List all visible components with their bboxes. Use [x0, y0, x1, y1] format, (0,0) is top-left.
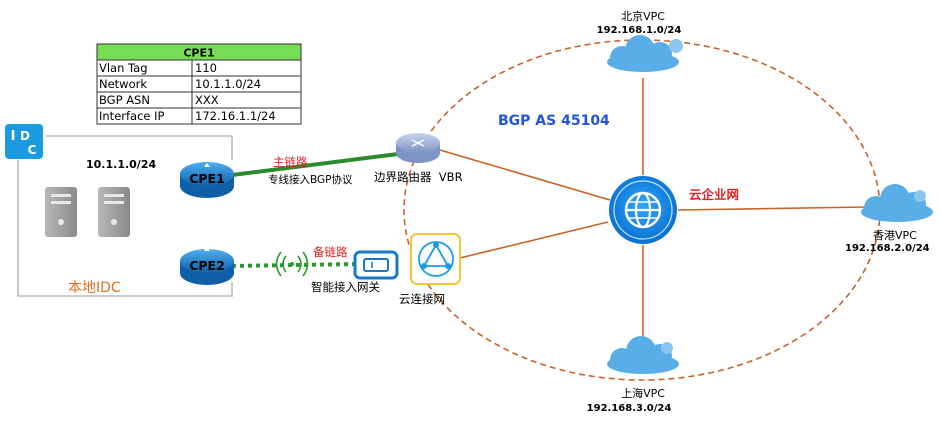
svg-text:I: I [11, 129, 16, 144]
beijing-cloud-icon [607, 35, 683, 72]
cpe1-info-table: CPE1 Vlan Tag 110 Network 10.1.1.0/24 BG… [96, 43, 302, 125]
hongkong-vpc-cidr: 192.168.2.0/24 [845, 243, 930, 254]
idc-box: I D C 10.1.1.0/24 本地IDC [5, 124, 233, 297]
hongkong-vpc-name: 香港VPC [873, 229, 917, 242]
cpe2-label: CPE2 [189, 258, 225, 273]
cen-label: 云企业网 [689, 187, 739, 202]
beijing-vpc-name: 北京VPC [621, 9, 665, 23]
cpe2-router-icon: CPE2 [180, 247, 234, 285]
cpe1-table-header: CPE1 [183, 47, 214, 60]
shanghai-vpc-name: 上海VPC [621, 386, 665, 400]
idc-label: 本地IDC [68, 280, 121, 296]
cloud-connect-icon [410, 233, 461, 285]
idc-logo-icon: I D C [5, 124, 43, 159]
svg-text:C: C [28, 143, 37, 157]
wireless-icon [275, 251, 309, 277]
smart-gateway-icon [353, 250, 399, 280]
table-key: Vlan Tag [99, 61, 148, 75]
smart-gateway-label: 智能接入网关 [311, 280, 380, 294]
table-value: 172.16.1.1/24 [195, 109, 276, 123]
idc-subnet: 10.1.1.0/24 [86, 158, 156, 171]
table-key: BGP ASN [99, 93, 150, 107]
table-key: Network [99, 77, 147, 91]
table-value: 110 [195, 61, 217, 75]
server-icon [45, 187, 77, 237]
link-cen-hongkong [677, 206, 867, 211]
table-value: 10.1.1.0/24 [195, 77, 261, 91]
bgp-as-label: BGP AS 45104 [498, 113, 610, 129]
shanghai-cloud-icon [607, 336, 679, 374]
server-icon [98, 187, 130, 237]
backup-link-line [231, 262, 359, 268]
cpe1-router-icon: CPE1 [180, 162, 234, 198]
hongkong-cloud-icon [861, 184, 933, 222]
border-router-label: 边界路由器 VBR [374, 170, 463, 184]
backup-link-label: 备链路 [313, 245, 348, 259]
link-cen-router [439, 149, 611, 201]
cen-globe-icon [609, 176, 677, 244]
main-link-sublabel: 专线接入BGP协议 [268, 173, 353, 186]
border-router-icon [396, 133, 440, 163]
beijing-vpc-cidr: 192.168.1.0/24 [597, 25, 682, 36]
shanghai-vpc-cidr: 192.168.3.0/24 [587, 403, 672, 414]
link-cen-cloudconnect [459, 221, 609, 259]
cpe1-label: CPE1 [189, 171, 225, 186]
table-key: Interface IP [99, 109, 165, 123]
cen-links [439, 78, 867, 345]
main-link-label: 主链路 [273, 155, 308, 169]
svg-text:D: D [20, 129, 30, 143]
table-value: XXX [195, 93, 219, 107]
main-link-line [231, 152, 399, 177]
cloud-connect-label: 云连接网 [399, 292, 445, 306]
